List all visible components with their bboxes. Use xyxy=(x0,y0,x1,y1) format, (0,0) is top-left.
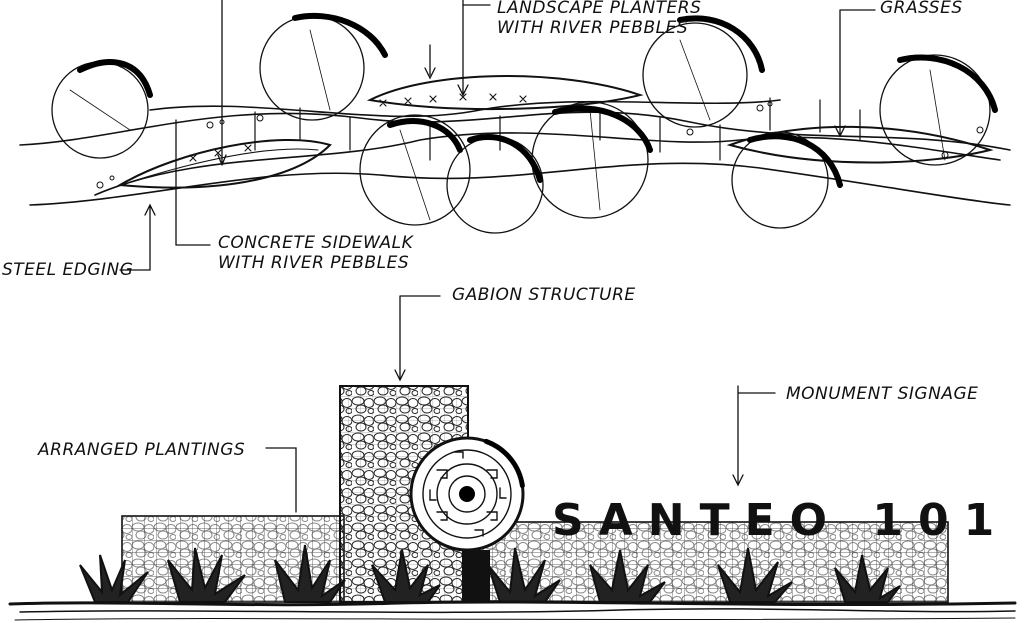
canopy-shading xyxy=(77,12,998,188)
arranged-plantings xyxy=(79,544,901,603)
tree-canopies xyxy=(51,15,991,234)
label-concrete-sidewalk-line1: CONCRETE SIDEWALK xyxy=(218,233,414,253)
label-landscape-planters: LANDSCAPE PLANTERS WITH RIVER PEBBLES xyxy=(497,0,701,38)
sidewalk-edge xyxy=(19,111,1011,151)
label-concrete-sidewalk-line2: WITH RIVER PEBBLES xyxy=(218,253,410,273)
label-monument-signage: MONUMENT SIGNAGE xyxy=(786,384,979,404)
medallion-pattern xyxy=(422,449,512,539)
ground-line xyxy=(8,600,1017,607)
label-gabion-structure: GABION STRUCTURE xyxy=(452,285,636,305)
planter-left xyxy=(116,139,332,189)
sign-post xyxy=(462,550,490,602)
planter-plants xyxy=(189,93,527,162)
label-steel-edging: STEEL EDGING xyxy=(2,260,134,280)
label-grasses: GRASSES xyxy=(880,0,963,18)
pebbles xyxy=(96,101,984,189)
leader-lines xyxy=(265,295,776,513)
label-arranged-plantings: ARRANGED PLANTINGS xyxy=(38,440,246,460)
planter-top xyxy=(366,75,644,111)
elevation-view xyxy=(8,295,1017,621)
sidewalk-edge xyxy=(29,162,1011,206)
leader-lines xyxy=(119,0,876,271)
planter-right xyxy=(726,125,994,164)
label-landscape-planters-line2: WITH RIVER PEBBLES xyxy=(497,18,689,38)
label-landscape-planters-line1: LANDSCAPE PLANTERS xyxy=(497,0,702,18)
label-concrete-sidewalk: CONCRETE SIDEWALK WITH RIVER PEBBLES xyxy=(218,233,413,273)
curb-line xyxy=(94,132,1001,196)
monument-sign-text: SANTEO 101 xyxy=(552,495,1010,546)
curb-line xyxy=(149,99,781,118)
plan-view xyxy=(19,0,1011,271)
medallion-center xyxy=(459,486,475,502)
